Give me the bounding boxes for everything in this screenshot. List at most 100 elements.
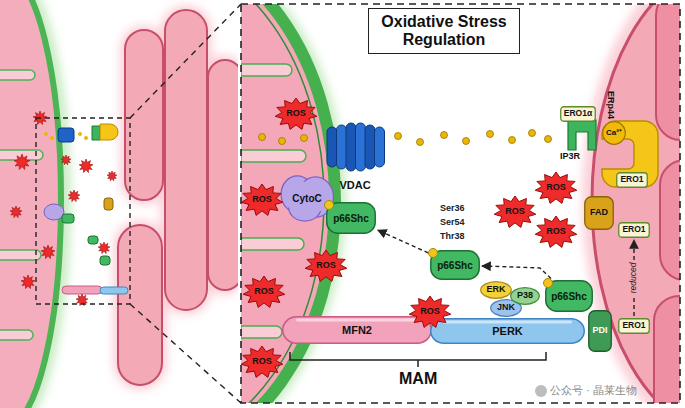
mam-bracket	[290, 352, 546, 367]
cytoc-blob	[281, 176, 333, 221]
illustration-part	[279, 138, 286, 145]
text-holder: Ca²⁺	[602, 121, 626, 145]
ros-star-label: ROS	[316, 261, 336, 271]
fad-small	[104, 198, 113, 210]
residue-label: Ser54	[440, 218, 465, 228]
band-highlight	[443, 321, 572, 324]
zoom-line	[130, 4, 241, 118]
text-holder: ROS	[243, 276, 285, 308]
illustration-part	[487, 131, 494, 138]
band-fill	[431, 319, 585, 344]
ero1-box: ERO1	[618, 318, 650, 334]
text-holder: ROS	[241, 346, 283, 378]
calcium-ions	[259, 130, 552, 148]
illustration-part	[529, 130, 536, 137]
ip3r-channel	[568, 120, 596, 150]
mfn2-band-label: MFN2	[342, 324, 372, 336]
vdac-channel-label: VDAC	[339, 179, 370, 191]
illustration-part	[463, 138, 470, 145]
text-holder: ROS	[241, 184, 283, 216]
ip3r-small	[92, 126, 100, 140]
calcium-ion-label: Ca²⁺	[606, 129, 622, 138]
text-holder: p66Shc	[326, 202, 376, 234]
erp44-small	[100, 124, 118, 140]
ros-small-star	[14, 154, 30, 170]
zoom-cell	[241, 4, 680, 403]
box-fill	[585, 197, 614, 230]
erp44-horseshoe-label: ERp44	[605, 91, 615, 119]
ros-small-star	[41, 245, 55, 259]
ellipse-fill	[511, 288, 540, 305]
cytochrome-c-label: CytoC	[292, 193, 321, 204]
ros-star: ROS	[275, 98, 317, 130]
illustration-part	[165, 10, 207, 310]
illustration-part	[160, 5, 212, 315]
pdi-box: PDI	[588, 310, 612, 352]
box-fill	[561, 107, 596, 122]
overview-cell	[0, 0, 238, 408]
zoom-frame	[241, 4, 680, 403]
text-holder: ERO1	[618, 318, 650, 334]
kinase-erk: ERK	[480, 281, 512, 299]
perk-small	[100, 287, 128, 294]
ros-small-star	[79, 159, 93, 173]
ros-small	[10, 111, 117, 306]
star-fill	[409, 296, 451, 327]
kinase-erk-label: ERK	[486, 285, 505, 295]
ros-small-star	[61, 155, 71, 165]
illustration-part	[120, 25, 168, 205]
ros-star-label: ROS	[546, 227, 566, 237]
illustration-part	[654, 296, 680, 403]
text-holder: MFN2	[282, 316, 432, 344]
illustration-part	[125, 30, 163, 200]
star-fill	[305, 250, 347, 281]
text-holder: ERO1	[616, 172, 648, 188]
p66shc-protein: p66Shc	[326, 202, 376, 234]
title-box: Oxidative Stress Regulation	[368, 8, 520, 54]
box-fill	[589, 311, 612, 352]
text-holder: ERK	[480, 281, 512, 299]
perk-band-label: PERK	[492, 325, 523, 337]
ero1-box-label: ERO1	[620, 175, 643, 184]
illustration-part	[84, 136, 88, 140]
illustration-part	[509, 137, 516, 144]
ros-star-label: ROS	[252, 357, 272, 367]
ros-star: ROS	[494, 196, 536, 228]
ros-star: ROS	[243, 276, 285, 308]
box-fill	[617, 173, 648, 188]
band-highlight	[296, 319, 418, 322]
er-glow	[113, 5, 238, 390]
illustration-part	[44, 132, 48, 136]
text-holder: ROS	[305, 250, 347, 282]
p66shc-small	[100, 256, 110, 265]
illustration-part	[656, 4, 680, 140]
text-holder: ROS	[409, 296, 451, 328]
residue-label: Ser36	[440, 204, 465, 214]
p66shc-protein-label: p66Shc	[333, 213, 369, 224]
illustration-part	[417, 139, 424, 146]
star-fill	[275, 98, 317, 129]
p66shc-protein-label: p66Shc	[551, 291, 587, 302]
ros-star: ROS	[535, 216, 577, 248]
ros-small-star	[68, 190, 80, 202]
vdac-barrel	[327, 123, 385, 171]
vdac-strand	[327, 127, 337, 167]
inset-frame	[36, 118, 130, 304]
calcium-small	[44, 132, 88, 140]
channel-label: IP3R	[560, 152, 580, 162]
ros-star-label: ROS	[286, 109, 306, 119]
band-fill	[283, 317, 432, 344]
kinase-p38: P38	[510, 287, 540, 305]
vdac-small	[58, 128, 74, 142]
p66shc-protein: p66Shc	[430, 250, 480, 280]
illustration-part	[78, 132, 82, 136]
dashed-arrow	[482, 266, 551, 279]
ero1-box-label: ERO1	[622, 321, 645, 330]
er-glow	[582, 4, 680, 403]
ros-star-label: ROS	[254, 287, 274, 297]
phosphate-dot	[429, 249, 438, 258]
text-holder: ROS	[535, 216, 577, 248]
cytoc-small	[44, 204, 64, 220]
ros-star: ROS	[409, 296, 451, 328]
ero1a-box: ERO1α	[560, 106, 596, 122]
